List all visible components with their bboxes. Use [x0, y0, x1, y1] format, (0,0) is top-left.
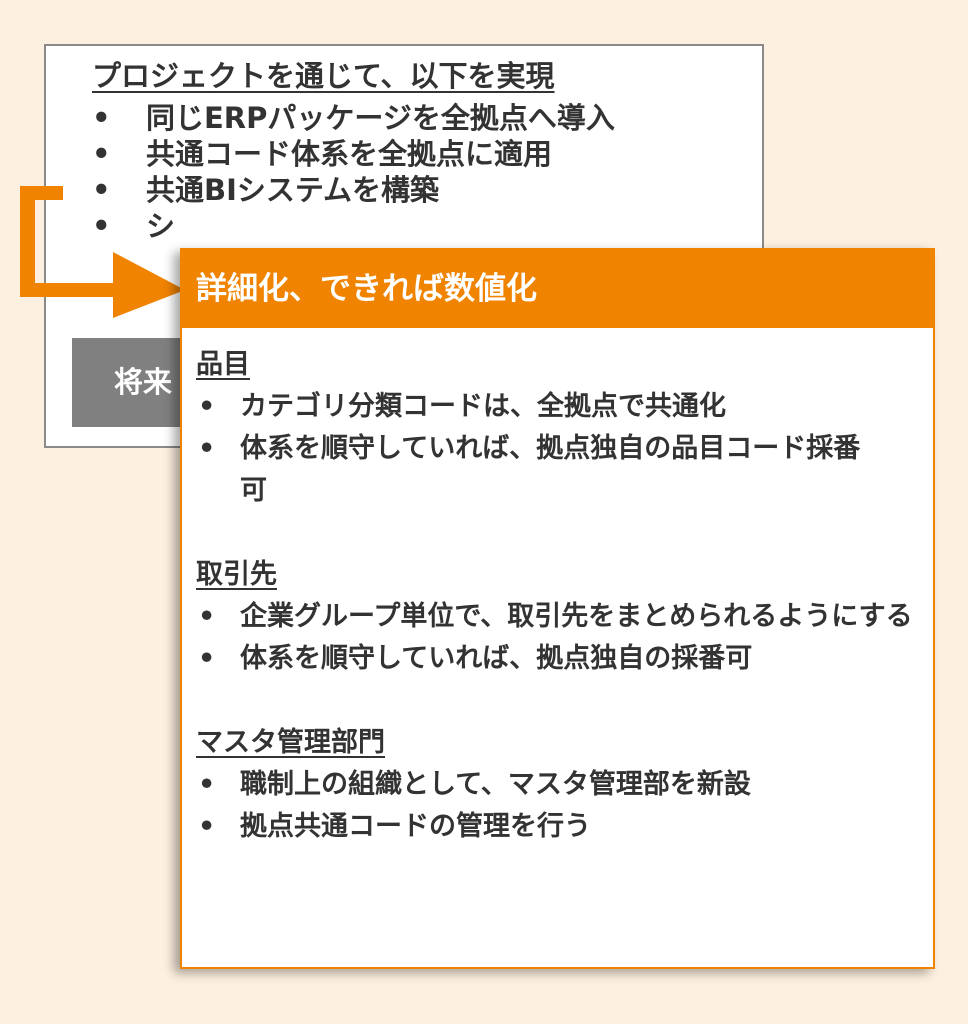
section-title: 品目 [196, 349, 250, 380]
arrow-head-icon [113, 252, 185, 318]
arrow-vertical [20, 186, 35, 297]
list-item: •共通BIシステムを構築 [92, 173, 440, 207]
arrow-horizontal [20, 283, 115, 297]
goals-title: プロジェクトを通じて、以下を実現 [92, 59, 555, 93]
list-item: •体系を順守していれば、拠点独自の品目コード採番可 [198, 433, 861, 506]
list-item: •拠点共通コードの管理を行う [198, 811, 591, 842]
section-title: マスタ管理部門 [196, 727, 385, 758]
list-item: •同じERPパッケージを全拠点へ導入 [92, 101, 615, 135]
goals-list: •同じERPパッケージを全拠点へ導入 •共通コード体系を全拠点に適用 •共通BI… [92, 100, 615, 244]
list-item: •職制上の組織として、マスタ管理部を新設 [198, 769, 751, 800]
detail-card: 詳細化、できれば数値化 品目 •カテゴリ分類コードは、全拠点で共通化 •体系を順… [180, 248, 935, 969]
list-item: •シ [92, 209, 176, 243]
list-item: •企業グループ単位で、取引先をまとめられるようにする [198, 601, 913, 632]
list-item: •共通コード体系を全拠点に適用 [92, 137, 553, 171]
list-item: •体系を順守していれば、拠点独自の採番可 [198, 643, 753, 674]
section-title: 取引先 [196, 559, 277, 590]
list-item: •カテゴリ分類コードは、全拠点で共通化 [198, 391, 726, 422]
detail-header: 詳細化、できれば数値化 [182, 250, 933, 328]
